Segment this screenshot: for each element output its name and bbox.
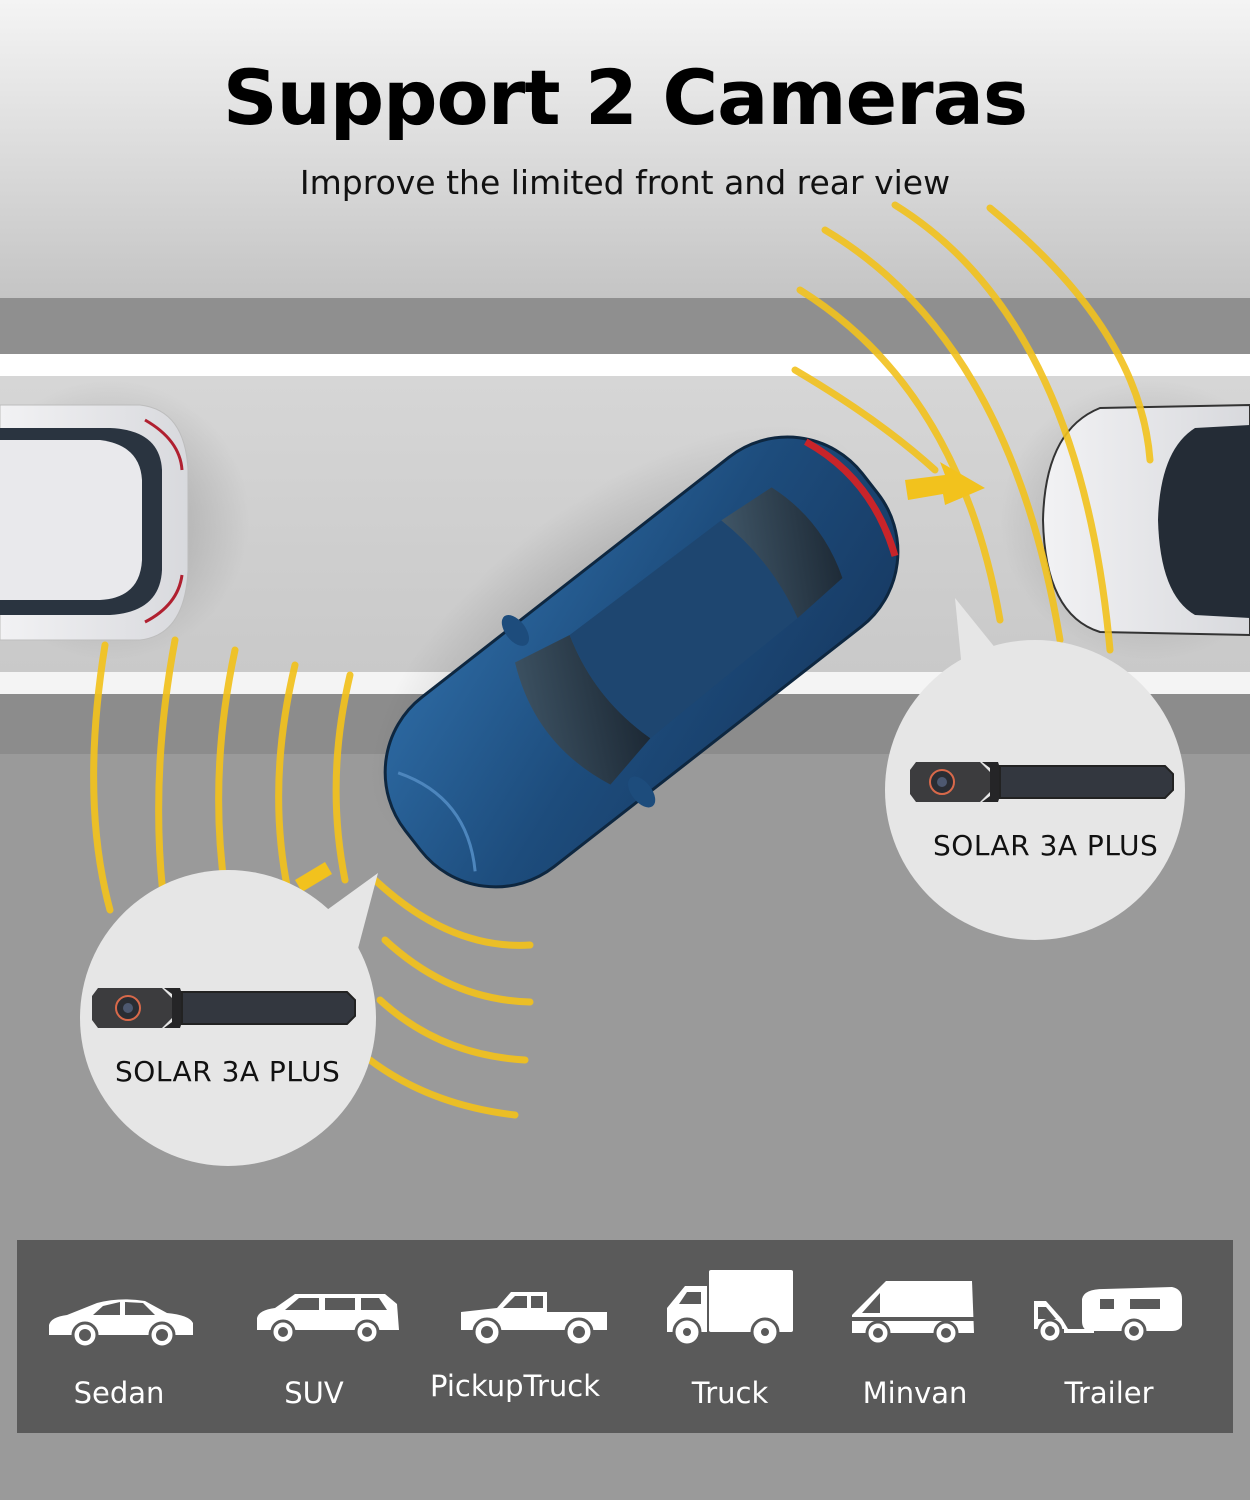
main-blue-car (383, 435, 900, 889)
front-sensor-arcs (90, 636, 534, 1119)
suv-icon (257, 1294, 399, 1345)
right-parked-car (1041, 403, 1250, 637)
page-title: Support 2 Cameras (222, 53, 1028, 142)
box-truck-icon (667, 1270, 793, 1347)
vehicle-label-sedan: Sedan (73, 1376, 165, 1410)
solar-camera-icon (92, 988, 356, 1028)
sedan-icon (49, 1299, 193, 1347)
vehicle-compatibility-bar: Sedan SUV PickupTruck Truck (17, 1240, 1233, 1433)
vehicle-label-truck: Truck (691, 1376, 769, 1410)
minivan-icon (852, 1281, 974, 1346)
rear-camera-label: SOLAR 3A PLUS (933, 829, 1159, 862)
rear-arrow (905, 462, 985, 505)
vehicle-label-pickup: PickupTruck (429, 1369, 601, 1403)
rear-sensor-arcs (791, 201, 1154, 654)
vehicle-label-suv: SUV (284, 1376, 344, 1410)
left-parked-car (0, 404, 189, 641)
vehicle-label-minivan: Minvan (862, 1376, 968, 1410)
pickup-truck-icon (461, 1292, 607, 1347)
front-arrow (295, 862, 332, 892)
solar-camera-icon (910, 762, 1174, 802)
page-subtitle: Improve the limited front and rear view (299, 163, 951, 202)
vehicle-label-trailer: Trailer (1064, 1376, 1154, 1410)
front-camera-label: SOLAR 3A PLUS (115, 1055, 341, 1088)
trailer-icon (1034, 1287, 1182, 1344)
